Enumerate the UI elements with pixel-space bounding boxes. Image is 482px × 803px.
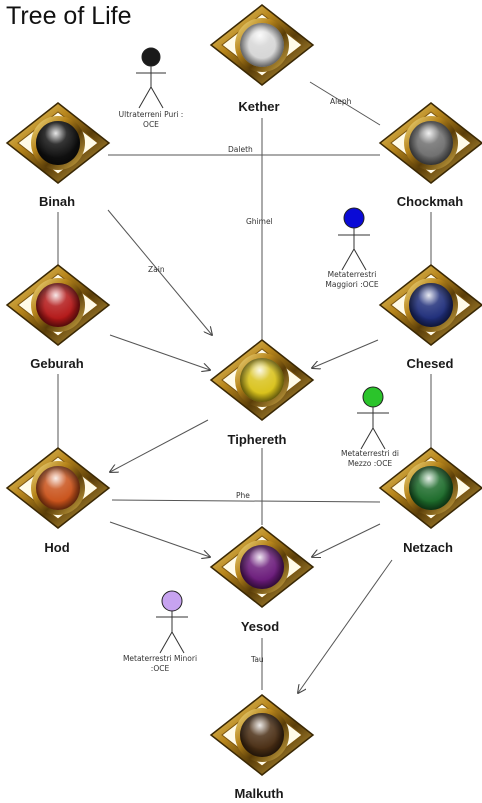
node-netzach xyxy=(380,448,482,528)
node-label-geburah: Geburah xyxy=(30,356,84,371)
node-label-netzach: Netzach xyxy=(403,540,453,555)
actor-minori xyxy=(156,591,188,653)
path-label-zain: Zain xyxy=(148,265,165,274)
node-label-malkuth: Malkuth xyxy=(234,786,283,801)
actor-label-mezzo-2: Mezzo :OCE xyxy=(348,459,393,468)
path-label-aleph: Aleph xyxy=(330,97,352,106)
path-hod-netzach xyxy=(112,500,380,502)
actor-label-mezzo-1: Metaterrestri di xyxy=(341,449,399,458)
path-hod-yesod xyxy=(110,522,210,557)
actor-head-icon xyxy=(344,208,364,228)
path-netzach-malkuth xyxy=(298,560,392,693)
actor-head-icon xyxy=(162,591,182,611)
node-yesod xyxy=(211,527,313,607)
node-malkuth xyxy=(211,695,313,775)
node-label-kether: Kether xyxy=(238,99,279,114)
actor-ultra xyxy=(136,48,166,108)
path-label-ghimel: Ghimel xyxy=(246,217,273,226)
actor-head-icon xyxy=(142,48,160,66)
actor-label-ultra-2: OCE xyxy=(143,120,159,129)
path-label-daleth: Daleth xyxy=(228,145,253,154)
node-label-tiphereth: Tiphereth xyxy=(228,432,287,447)
actor-label-ultra-1: Ultraterreni Puri : xyxy=(119,110,184,119)
path-tiphereth-hod xyxy=(110,420,208,472)
actor-label-maggiori-1: Metaterrestri xyxy=(328,270,377,279)
node-geburah xyxy=(7,265,109,345)
node-label-hod: Hod xyxy=(44,540,69,555)
actor-label-maggiori-2: Maggiori :OCE xyxy=(325,280,378,289)
actor-label-minori-2: :OCE xyxy=(151,664,170,673)
path-chesed-tiphereth xyxy=(312,340,378,368)
node-chesed xyxy=(380,265,482,345)
actor-head-icon xyxy=(363,387,383,407)
node-tiphereth xyxy=(211,340,313,420)
node-binah xyxy=(7,103,109,183)
path-label-phe: Phe xyxy=(236,491,250,500)
node-label-chesed: Chesed xyxy=(407,356,454,371)
node-label-binah: Binah xyxy=(39,194,75,209)
node-label-chockmah: Chockmah xyxy=(397,194,464,209)
path-geburah-tiphereth xyxy=(110,335,210,370)
path-label-tau: Tau xyxy=(250,655,264,664)
node-kether xyxy=(211,5,313,85)
node-label-yesod: Yesod xyxy=(241,619,279,634)
actor-maggiori xyxy=(338,208,370,270)
node-chockmah xyxy=(380,103,482,183)
actor-mezzo xyxy=(357,387,389,449)
node-hod xyxy=(7,448,109,528)
path-netzach-yesod xyxy=(312,524,380,557)
actor-label-minori-1: Metaterrestri Minori xyxy=(123,654,197,663)
